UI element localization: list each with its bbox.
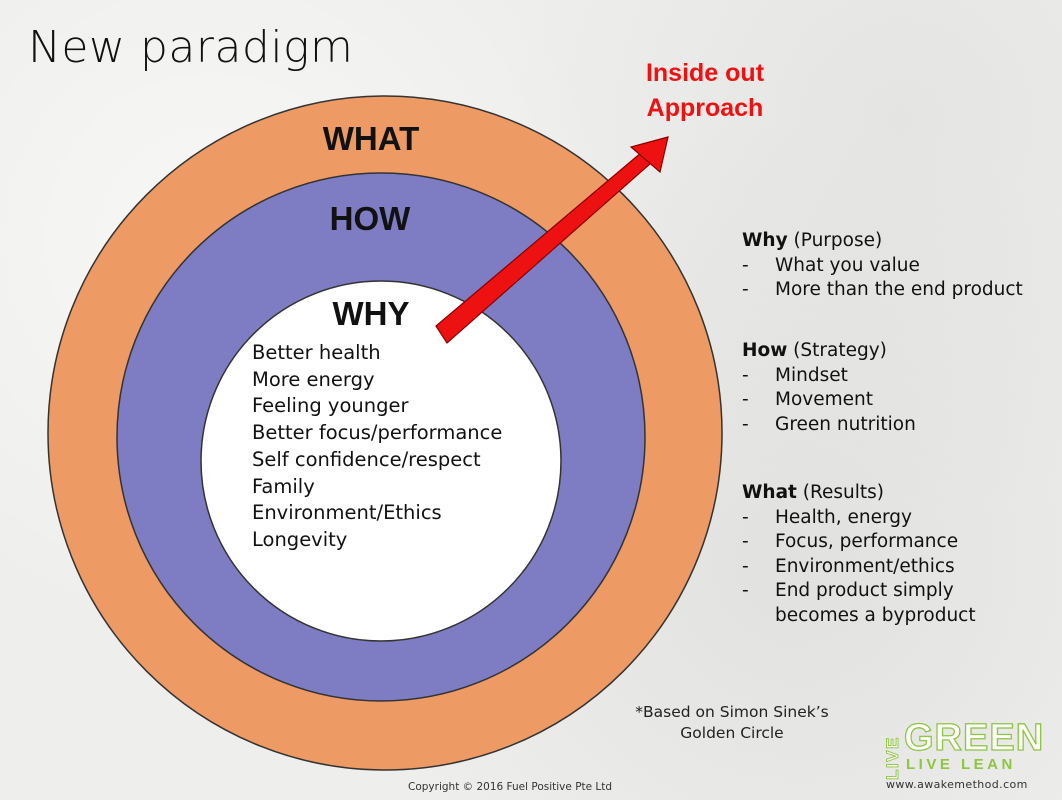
heading-sub: (Results)	[796, 482, 885, 503]
side-note-item: -Green nutrition	[742, 413, 916, 435]
side-note-item: -Movement	[742, 389, 873, 410]
side-note-item: -Health, energy	[742, 506, 912, 528]
side-note-item-text: Health, energy	[775, 506, 912, 528]
why-list: Better health More energy Feeling younge…	[252, 340, 502, 554]
side-note-item: -Focus, performance	[742, 531, 959, 552]
side-note-how-heading: How (Strategy)	[742, 339, 916, 364]
side-note-what: What (Results) -Health, energy -Focus, p…	[742, 481, 976, 628]
copyright-notice: Copyright © 2016 Fuel Positive Pte Ltd	[408, 781, 613, 793]
heading-sub: (Strategy)	[787, 340, 887, 361]
label-what: WHAT	[323, 120, 420, 157]
footnote: *Based on Simon Sinek’s Golden Circle	[612, 702, 852, 744]
logo-url: www.awakemethod.com	[886, 778, 1028, 791]
heading-bold: Why	[742, 230, 788, 251]
side-note-item: -Environment/ethics	[742, 555, 955, 577]
side-note-item: -More than the end product	[742, 279, 1023, 300]
why-item: Family	[252, 474, 315, 498]
side-note-why-heading: Why (Purpose)	[742, 229, 1023, 254]
side-note-why: Why (Purpose) -What you value -More than…	[742, 229, 1023, 303]
side-note-item: -What you value	[742, 254, 920, 276]
side-note-item-text: Mindset	[775, 364, 848, 386]
logo-live-lean: LIVE LEAN	[906, 756, 1016, 773]
inside-out-arrow	[435, 136, 669, 344]
why-item: More energy	[252, 367, 375, 391]
label-why: WHY	[333, 295, 410, 332]
footnote-line2: Golden Circle	[680, 724, 784, 742]
heading-bold: What	[742, 482, 797, 503]
why-item: Environment/Ethics	[252, 501, 442, 525]
side-note-item-text: Movement	[775, 389, 873, 410]
side-note-item-text: Environment/ethics	[775, 555, 955, 577]
side-note-item: -Mindset	[742, 364, 848, 386]
heading-sub: (Purpose)	[787, 230, 883, 251]
why-item: Self confidence/respect	[252, 447, 481, 471]
arrow-caption: Inside out Approach	[610, 56, 800, 126]
arrow-caption-line1: Inside out	[645, 59, 765, 87]
inner-circle-why	[200, 280, 562, 642]
logo-green: GREEN	[903, 717, 1045, 759]
side-note-what-heading: What (Results)	[742, 481, 976, 506]
arrow-head	[629, 136, 669, 174]
logo-live-text: LIVE	[883, 736, 902, 780]
footnote-line1: *Based on Simon Sinek’s	[635, 703, 829, 721]
heading-bold: How	[742, 340, 788, 361]
side-note-item-text: End product simply	[775, 580, 954, 601]
page-title: New paradigm	[28, 22, 354, 73]
logo-live-vertical: LIVE	[883, 736, 902, 780]
why-item: Feeling younger	[252, 394, 409, 418]
why-item: Better focus/performance	[252, 421, 503, 445]
side-note-continuation: becomes a byproduct	[775, 604, 976, 626]
side-note-item-text: Focus, performance	[775, 531, 959, 552]
label-how: HOW	[330, 200, 412, 237]
side-note-item: -End product simply	[742, 580, 954, 601]
side-note-item-text: More than the end product	[775, 279, 1023, 300]
side-note-item-text: Green nutrition	[775, 413, 916, 435]
side-note-how: How (Strategy) -Mindset -Movement -Green…	[742, 339, 916, 437]
why-item: Longevity	[252, 527, 348, 551]
side-note-item-text: What you value	[775, 254, 920, 276]
why-item: Better health	[252, 341, 381, 364]
arrow-caption-line2: Approach	[646, 94, 764, 122]
